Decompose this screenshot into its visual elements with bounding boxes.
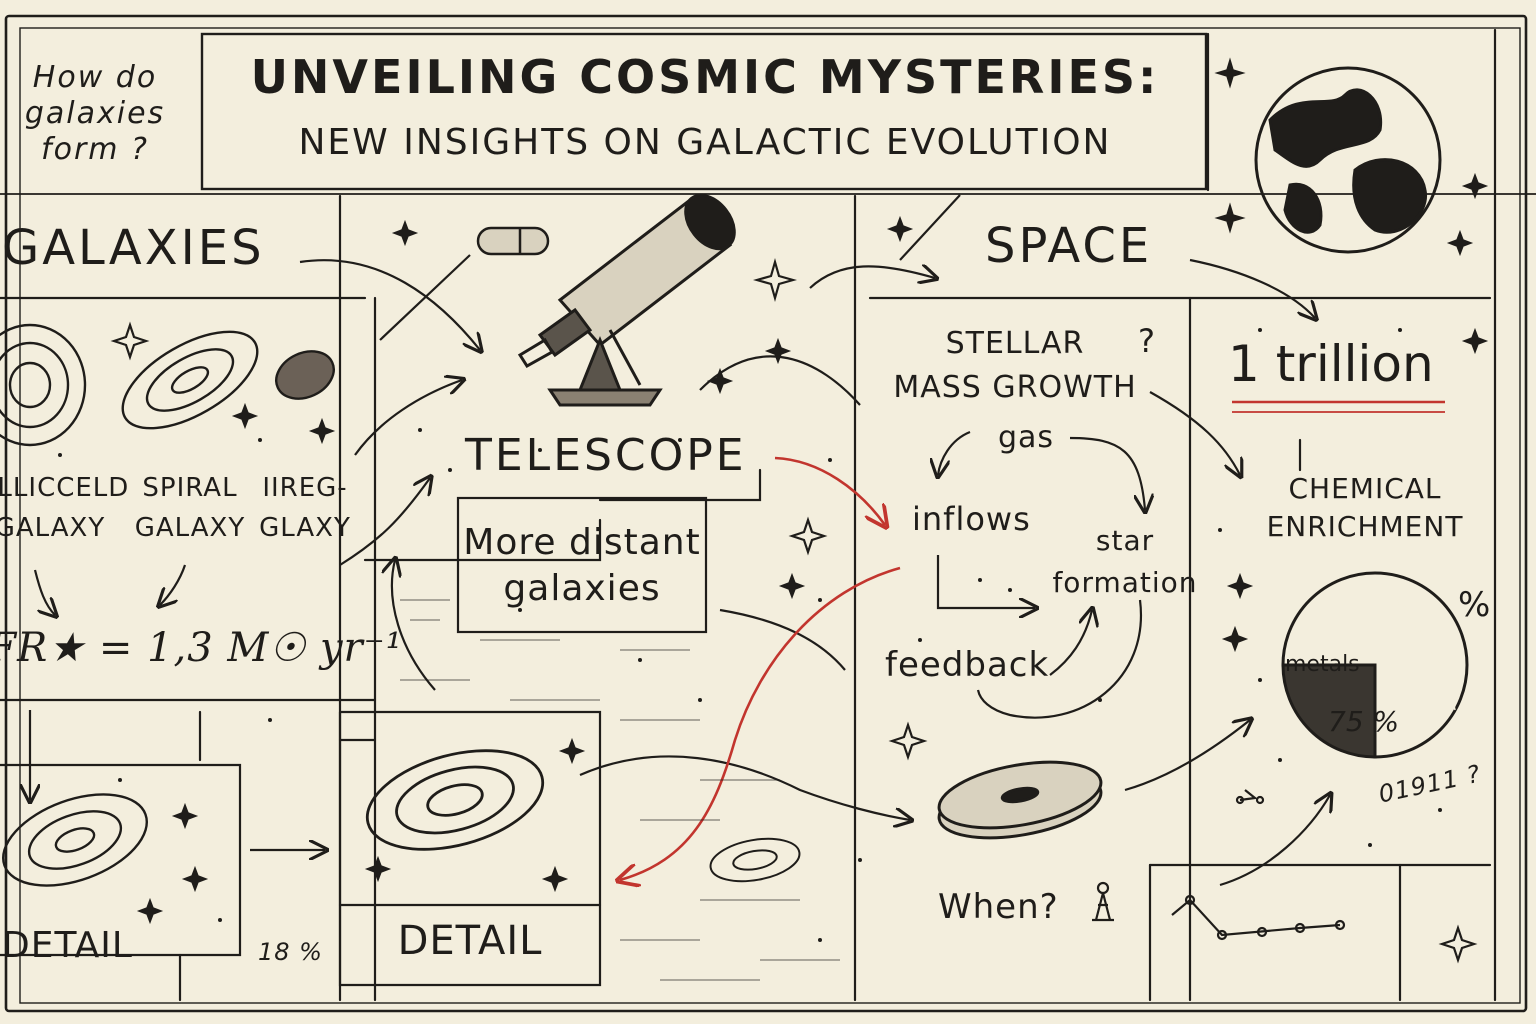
stellar-mass-line-2: MASS GROWTH xyxy=(893,370,1137,405)
stellar-mass-growth: STELLAR MASS GROWTH xyxy=(880,322,1150,410)
ink-dots xyxy=(58,328,1442,942)
question-line-2: galaxies xyxy=(24,96,166,131)
chemical-enrichment-heading: CHEMICAL ENRICHMENT xyxy=(1240,470,1490,546)
red-connector-arrows xyxy=(620,400,1445,880)
cycle-inflows: inflows xyxy=(912,500,1031,538)
detail-galaxy-center xyxy=(365,749,545,851)
chemical-enrichment-line-2: ENRICHMENT xyxy=(1266,510,1464,543)
sparkle-stars xyxy=(110,57,1489,964)
distant-galaxies-line-1: More distant xyxy=(463,522,701,563)
connector-arrows xyxy=(30,194,1330,887)
telescope-icon xyxy=(517,193,736,407)
ground-hatching xyxy=(400,599,840,981)
pie-value-label: 75 % xyxy=(1328,705,1400,738)
galaxy-type-label: SPIRAL xyxy=(142,473,238,503)
space-heading: SPACE xyxy=(985,218,1153,274)
capsule-icon xyxy=(476,226,550,256)
pie-hatch-line xyxy=(1384,584,1441,661)
planet-icon xyxy=(1254,66,1442,254)
distant-galaxies-box: More distant galaxies xyxy=(458,520,706,612)
small-galaxy-sketch xyxy=(709,837,801,883)
galaxy-type-label: IIREG- xyxy=(262,473,348,503)
detail-label-center: DETAIL xyxy=(397,918,543,964)
sfr-formula: SFR★ = 1,3 M☉ yr⁻¹ xyxy=(0,625,403,671)
tiny-explorer-icon xyxy=(1092,881,1114,922)
pie-hatch-line xyxy=(1414,602,1450,691)
detail-galaxy-left xyxy=(2,793,148,887)
pie-hatch-line xyxy=(1434,614,1456,711)
galaxy-type-label: GALAXY xyxy=(0,513,106,543)
percent-note: 18 % xyxy=(258,938,323,966)
metals-pie-chart xyxy=(1281,571,1469,759)
chemical-enrichment-line-1: CHEMICAL xyxy=(1288,472,1442,505)
galaxy-type-spiral: SPIRAL GALAXY xyxy=(130,468,250,548)
stellar-mass-line-1: STELLAR xyxy=(945,326,1085,361)
percent-sign: % xyxy=(1458,585,1492,625)
page-subtitle: NEW INSIGHTS ON GALACTIC EVOLUTION xyxy=(298,122,1112,163)
telescope-label: TELESCOPE xyxy=(465,430,747,481)
cycle-star-formation: star formation xyxy=(1050,520,1200,604)
galaxies-heading: GALAXIES xyxy=(2,220,265,276)
trillion-count: 1 trillion xyxy=(1228,335,1434,393)
distant-galaxies-line-2: galaxies xyxy=(503,568,661,609)
detail-label-left: DETAIL xyxy=(2,925,133,966)
galaxy-disk-icon xyxy=(937,760,1103,840)
spiral-galaxy-sketch xyxy=(121,330,259,430)
question-line-1: How do xyxy=(32,60,158,95)
cycle-feedback: feedback xyxy=(885,645,1050,685)
mini-line-chart xyxy=(1171,789,1346,941)
star-formation-line-2: formation xyxy=(1052,566,1198,599)
galaxy-type-label: GLAXY xyxy=(259,513,351,543)
irregular-galaxy-sketch xyxy=(275,350,335,400)
galaxy-type-irregular: IIREG- GLAXY xyxy=(255,468,355,548)
pie-label-metals: metals xyxy=(1285,652,1360,677)
pie-hatch-line xyxy=(1424,608,1453,701)
pie-slice xyxy=(1281,663,1377,759)
star-formation-line-1: star xyxy=(1095,524,1155,557)
cycle-gas: gas xyxy=(998,420,1055,455)
galaxy-type-label: ELLICCELD xyxy=(0,473,130,503)
when-question: When? xyxy=(938,887,1059,927)
frame-lines xyxy=(0,14,1536,1013)
galaxy-type-elliptical: ELLICCELD GALAXY xyxy=(0,468,130,548)
question-mark: ? xyxy=(1138,322,1156,360)
elliptical-galaxy-sketch xyxy=(0,323,87,447)
galaxy-type-label: GALAXY xyxy=(134,513,246,543)
question-line-3: form ? xyxy=(41,132,149,167)
question-note: How do galaxies form ? xyxy=(10,60,180,168)
page-title: UNVEILING COSMIC MYSTERIES: xyxy=(250,50,1160,104)
